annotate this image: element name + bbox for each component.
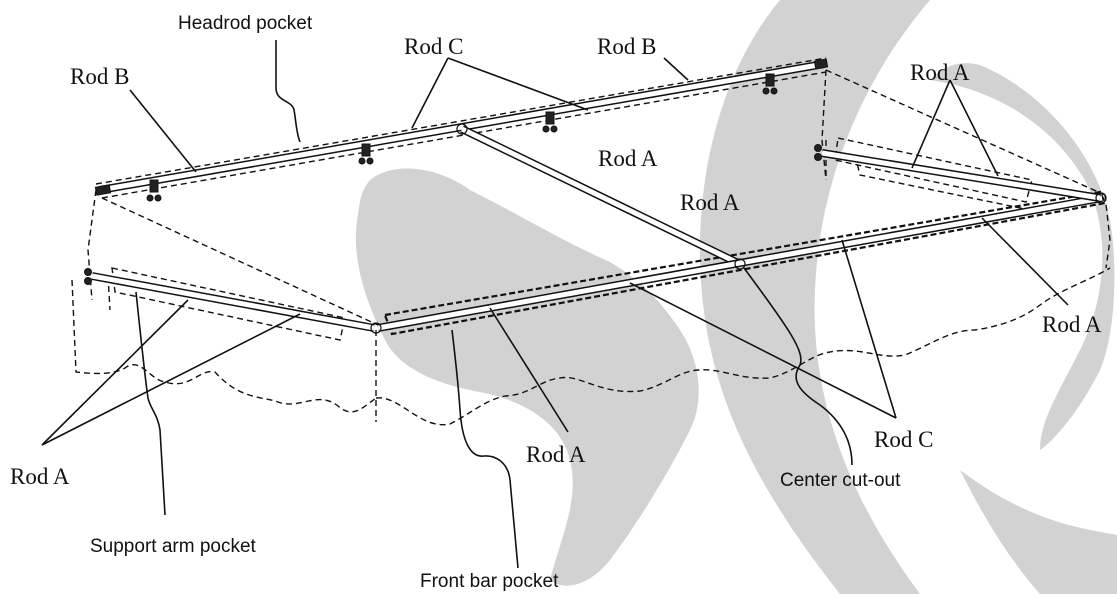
front-bar-highlight [377,195,1103,331]
leader-rod-b-right [663,57,689,81]
leader-rod-c-top-1 [411,57,449,129]
bracket-4 [762,73,778,95]
leader-support-arm-pocket [135,291,166,516]
leader-rod-a-top-right-1 [911,79,951,169]
headrod-pocket-outline [95,57,827,199]
headrod-highlight [99,61,825,193]
right-arm-end-fitting [814,144,822,161]
leader-rod-b-left [129,89,197,173]
label-center-cut-out: Center cut-out [780,470,901,491]
right-drop-connector [825,69,1106,196]
label-front-bar-pocket: Front bar pocket [420,571,559,592]
rods [84,58,1107,334]
label-rod-c-top: Rod C [404,34,463,59]
leader-headrod-pocket [275,40,301,143]
label-rod-a-bottom: Rod A [526,442,586,467]
headrod-brackets [146,73,778,202]
bracket-3 [542,111,558,133]
front-valance [375,267,1111,426]
label-support-arm-pocket: Support arm pocket [90,536,257,557]
left-arm-end-fitting [84,268,92,285]
leader-rod-c-bottom-1 [629,282,897,419]
leader-lines [41,40,1069,569]
left-valance [71,279,377,413]
leader-rod-a-left-2 [41,313,301,446]
label-rod-a-right: Rod A [1042,312,1102,337]
label-rod-c-bottom: Rod C [874,427,933,452]
label-rod-b-left: Rod B [70,64,129,89]
leader-rod-a-left-1 [41,299,189,446]
left-support-arm-highlight [91,273,375,331]
label-headrod-pocket: Headrod pocket [178,13,313,34]
right-side-edge [821,69,1111,269]
headrod-end-cap-right [813,58,829,70]
leader-front-bar-pocket [451,329,519,569]
watermark-shapes [355,0,1117,594]
leader-rod-c-top-2 [447,57,589,111]
joint-front-left [370,322,382,334]
bracket-2 [358,143,374,165]
left-drop-connector [101,197,379,326]
watermark-left-blob [355,168,699,586]
headrod-end-cap-left [94,184,112,196]
joint-headrod-center [456,123,468,135]
leader-rod-a-top-right-2 [949,79,999,177]
watermark-bottom-right [960,470,1117,594]
label-rod-a-left: Rod A [10,464,70,489]
joint-front-center [734,258,746,270]
leader-rod-a-bottom [489,307,569,433]
bracket-1 [146,179,162,202]
right-pocket-lower [854,154,1031,211]
watermark-right-arc [700,0,930,594]
joint-front-right [1095,192,1107,204]
center-rafter-highlight [460,126,742,267]
leader-rod-c-bottom-2 [841,239,897,419]
labels: Headrod pocket Rod B Rod C Rod B Rod A R… [10,13,1102,592]
leader-rod-a-right [981,217,1069,306]
label-rod-a-top-right: Rod A [910,60,970,85]
watermark-right-swoosh [930,63,1115,450]
label-rod-b-right: Rod B [597,34,656,59]
label-rod-a-center-1: Rod A [598,146,658,171]
label-rod-a-center-2: Rod A [680,190,740,215]
right-support-arm-highlight [821,150,1101,201]
leader-center-cut-out [743,267,853,466]
